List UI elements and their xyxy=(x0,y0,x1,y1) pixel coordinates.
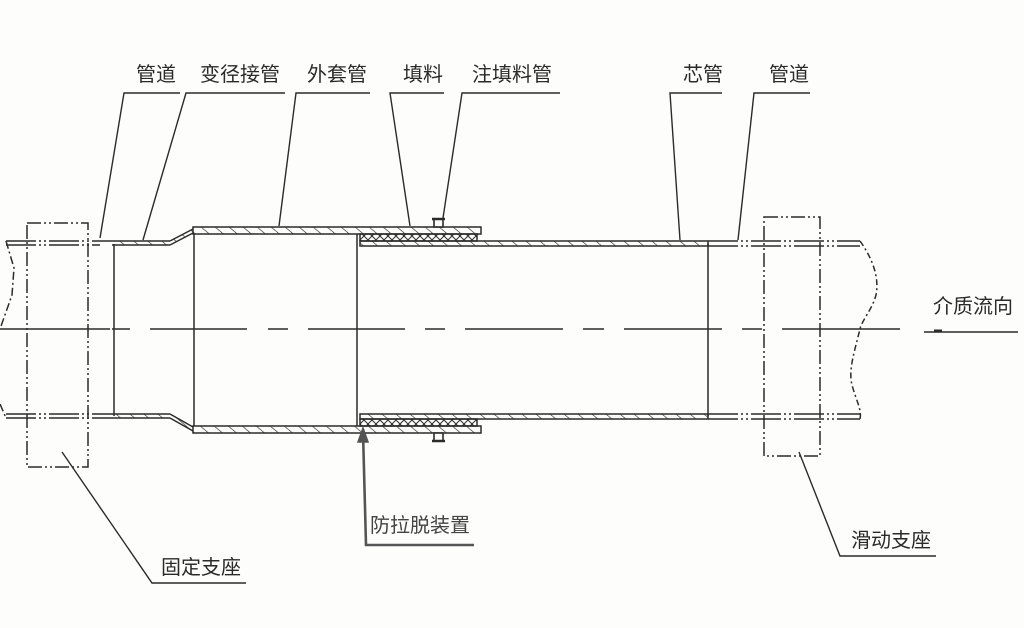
anti-pullout-arrow-icon xyxy=(356,425,370,443)
label-fixed-support: 固定支座 xyxy=(161,555,241,579)
right-pipe xyxy=(708,240,878,420)
packing-material xyxy=(359,233,478,427)
injection-nozzle xyxy=(432,217,445,443)
reducer-pipe xyxy=(100,228,194,432)
sliding-support-outline xyxy=(763,216,821,457)
label-flow-direction: 介质流向 xyxy=(933,294,1013,318)
core-pipe xyxy=(359,240,709,420)
label-anti-pullout: 防拉脱装置 xyxy=(370,513,470,537)
label-reducer: 变径接管 xyxy=(200,62,280,86)
label-outer-sleeve: 外套管 xyxy=(307,62,367,86)
label-core-pipe: 芯管 xyxy=(683,62,723,86)
label-injection-pipe: 注填料管 xyxy=(472,62,552,86)
label-pipe-left: 管道 xyxy=(136,62,176,86)
label-packing: 填料 xyxy=(403,62,443,86)
sliding-support-leader xyxy=(798,451,936,557)
left-pipe xyxy=(0,240,112,419)
label-sliding-support: 滑动支座 xyxy=(851,528,931,552)
label-pipe-right: 管道 xyxy=(769,62,809,86)
fixed-support-outline xyxy=(26,222,89,468)
fixed-support-leader xyxy=(61,451,246,584)
outer-sleeve-pipe xyxy=(192,226,482,434)
anti-pullout-leader xyxy=(361,431,474,547)
leader-lines xyxy=(99,92,810,241)
